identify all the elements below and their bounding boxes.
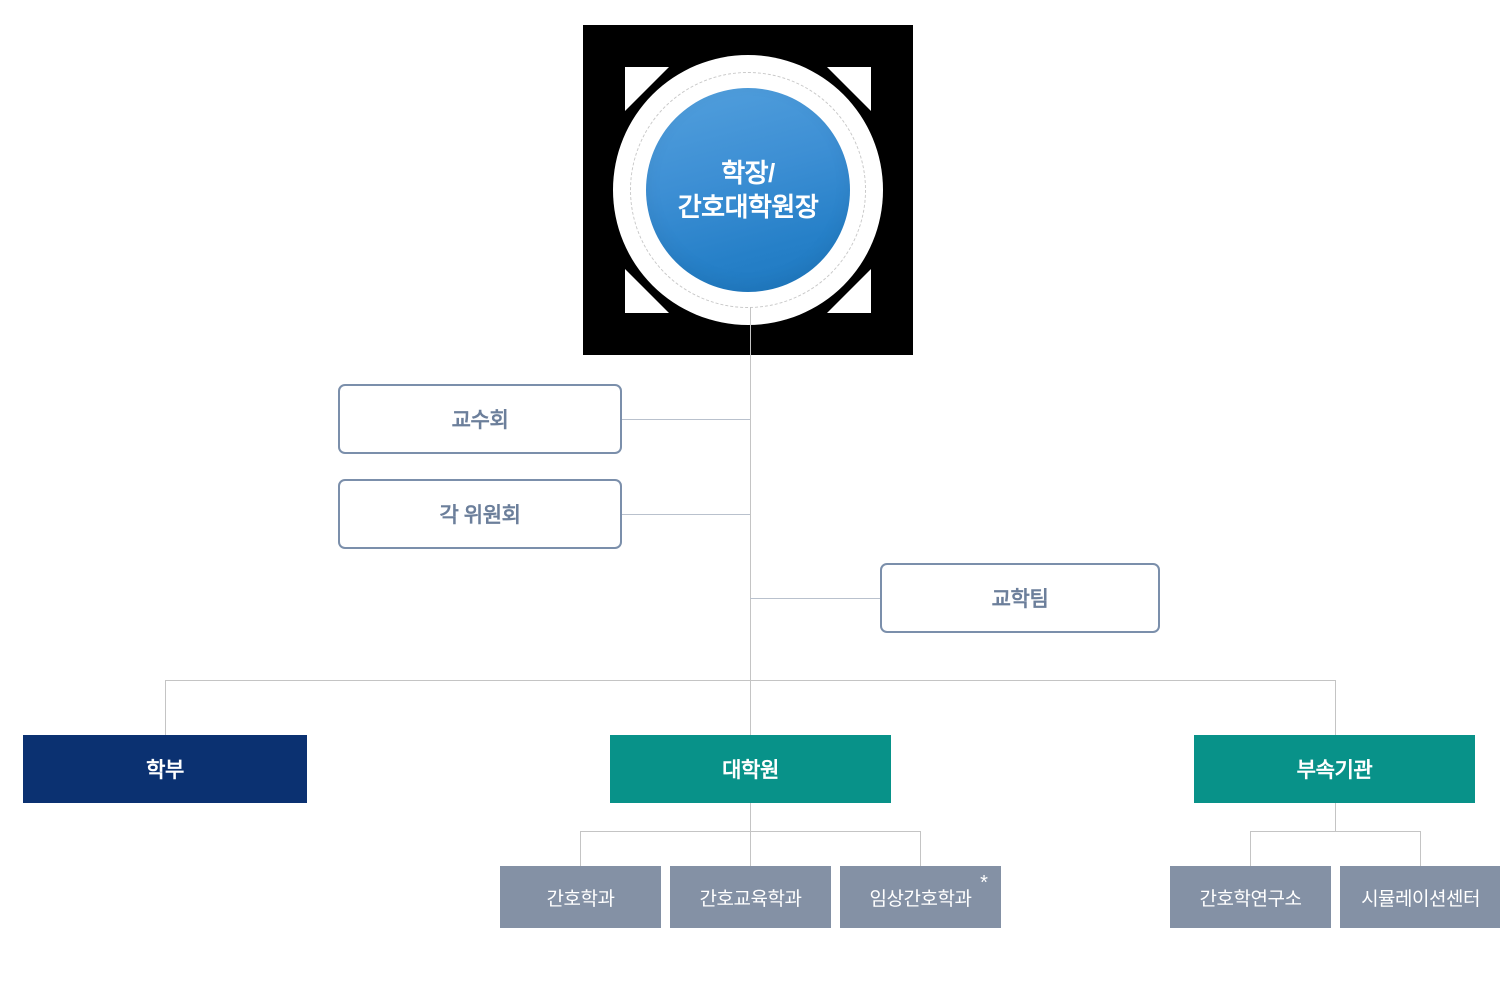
leaf-box-simulation-center-label-wrap: 시뮬레이션센터: [1361, 884, 1480, 911]
leaf-box-nursing-research-institute[interactable]: 간호학연구소: [1170, 866, 1331, 928]
leaf-box-nursing-research-institute-label: 간호학연구소: [1199, 888, 1302, 910]
connector-committees: [622, 514, 750, 515]
leaf-box-nursing-label: 간호학과: [546, 888, 615, 910]
leaf-box-nursing-education[interactable]: 간호교육학과: [670, 866, 831, 928]
root-node-frame: 학장/ 간호대학원장: [583, 25, 913, 355]
trunk-line-to-graduate: [750, 680, 751, 735]
affiliated-drop-research-institute: [1250, 831, 1251, 866]
leaf-box-nursing-education-label: 간호교육학과: [699, 888, 802, 910]
affiliated-subtree-bus: [1250, 831, 1421, 832]
division-bus-line: [165, 680, 1336, 681]
leaf-box-nursing-education-label-wrap: 간호교육학과: [700, 884, 802, 911]
leaf-box-nursing-label-wrap: 간호학과: [547, 884, 615, 911]
staff-box-academic-affairs-label: 교학팀: [991, 588, 1049, 611]
staff-box-faculty-council[interactable]: 교수회: [338, 384, 622, 454]
leaf-box-simulation-center[interactable]: 시뮬레이션센터: [1340, 866, 1500, 928]
root-dashed-ring: [630, 72, 866, 308]
division-box-affiliated-label: 부속기관: [1296, 759, 1373, 782]
staff-box-academic-affairs[interactable]: 교학팀: [880, 563, 1160, 633]
graduate-subtree-stem: [750, 803, 751, 831]
connector-academic-affairs: [750, 598, 880, 599]
division-drop-undergraduate: [165, 680, 166, 735]
leaf-box-clinical-nursing[interactable]: 임상간호학과 *: [840, 866, 1001, 928]
division-box-undergraduate[interactable]: 학부: [23, 735, 307, 803]
root-node-label: 학장/ 간호대학원장: [677, 157, 819, 222]
division-box-graduate-label: 대학원: [722, 759, 779, 782]
graduate-drop-clinical-nursing: [920, 831, 921, 866]
graduate-drop-nursing-education: [750, 831, 751, 866]
root-node-dean[interactable]: 학장/ 간호대학원장: [646, 88, 850, 292]
staff-box-faculty-council-label: 교수회: [451, 409, 509, 432]
affiliated-drop-simulation-center: [1420, 831, 1421, 866]
division-box-undergraduate-label: 학부: [146, 759, 184, 782]
affiliated-subtree-stem: [1335, 803, 1336, 831]
division-drop-affiliated: [1335, 680, 1336, 735]
leaf-box-clinical-nursing-label-wrap: 임상간호학과 *: [869, 873, 988, 911]
leaf-box-simulation-center-label: 시뮬레이션센터: [1361, 888, 1480, 910]
division-box-graduate[interactable]: 대학원: [610, 735, 891, 803]
division-box-affiliated[interactable]: 부속기관: [1194, 735, 1475, 803]
connector-faculty-council: [622, 419, 750, 420]
trunk-line-upper: [750, 307, 751, 680]
leaf-box-nursing[interactable]: 간호학과: [500, 866, 661, 928]
graduate-drop-nursing: [580, 831, 581, 866]
leaf-box-nursing-research-institute-label-wrap: 간호학연구소: [1200, 884, 1302, 911]
staff-box-committees[interactable]: 각 위원회: [338, 479, 622, 549]
staff-box-committees-label: 각 위원회: [439, 504, 521, 527]
leaf-box-clinical-nursing-label: 임상간호학과: [869, 888, 972, 910]
footnote-asterisk-icon: *: [980, 871, 988, 894]
